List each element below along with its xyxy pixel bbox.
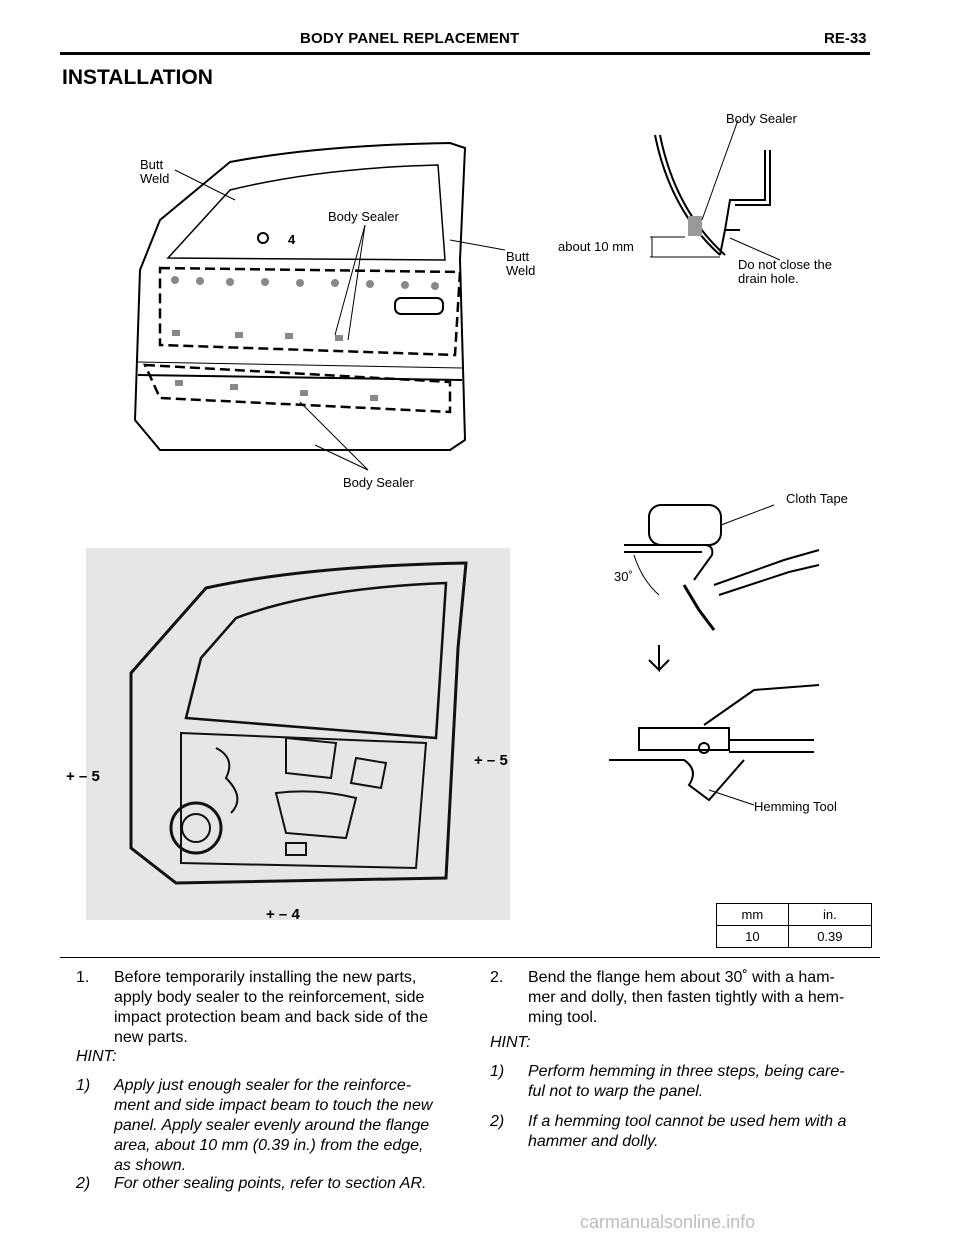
callout-4-top: 4: [288, 232, 296, 247]
hemming-process-illustration: [609, 504, 820, 806]
section-title: INSTALLATION: [62, 66, 213, 89]
cloth-tape-label: Cloth Tape: [786, 491, 848, 506]
callout-5-left: + – 5: [66, 768, 100, 785]
callout-4-bottom-number: 4: [291, 906, 300, 923]
body-sealer-mid-label: Body Sealer: [328, 209, 399, 224]
callout-5-left-number: 5: [91, 768, 100, 785]
step-1-item-1-text: Apply just enough sealer for the reinfor…: [114, 1077, 433, 1174]
step-1-item-1-number: 1): [76, 1077, 91, 1094]
step-2: 2. Bend the flange hem about 30˚ with a …: [490, 968, 890, 1030]
step-1: 1. Before temporarily installing the new…: [76, 968, 476, 1050]
table-header-mm: mm: [716, 903, 789, 926]
step-1-item-2-number: 2): [76, 1175, 91, 1192]
butt-weld-left-label: Butt Weld: [140, 157, 170, 186]
drain-hole-label: Do not close the drain hole.: [738, 257, 832, 286]
door-sealer-figure: [120, 140, 560, 490]
step-2-item-1-text: Perform hemming in three steps, being ca…: [528, 1063, 845, 1100]
door-inner-panel-figure: [86, 548, 510, 920]
header-rule: [60, 52, 870, 55]
plus-icon: + –: [266, 906, 292, 923]
step-2-item-2-number: 2): [490, 1113, 505, 1130]
step-1-hint: HINT:: [76, 1048, 117, 1065]
angle-30-label: 30˚: [614, 569, 633, 584]
callout-5-right: + – 5: [474, 752, 508, 769]
body-sealer-right-label: Body Sealer: [726, 111, 797, 126]
step-1-item-2: 2) For other sealing points, refer to se…: [76, 1174, 476, 1196]
page-header-code: RE-33: [824, 30, 867, 47]
table-cell-in: 0.39: [787, 925, 873, 948]
step-1-text: Before temporarily installing the new pa…: [114, 969, 428, 1046]
step-1-number: 1.: [76, 969, 90, 986]
table-row: 10 0.39: [716, 925, 873, 948]
content-divider: [60, 957, 880, 958]
table-cell-mm: 10: [716, 925, 789, 948]
door-outer-panel-illustration: [133, 141, 506, 471]
callout-5-right-number: 5: [499, 752, 508, 769]
step-2-item-2-text: If a hemming tool cannot be used hem wit…: [528, 1113, 847, 1150]
sealer-cross-section-illustration: [650, 120, 781, 261]
plus-icon: + –: [474, 752, 500, 769]
watermark-text: carmanualsonline.info: [580, 1212, 756, 1232]
butt-weld-right-label: Butt Weld: [506, 249, 536, 278]
step-2-item-1-number: 1): [490, 1063, 505, 1080]
step-1-item-2-text: For other sealing points, refer to secti…: [114, 1175, 427, 1192]
step-1-item-1: 1) Apply just enough sealer for the rein…: [76, 1076, 476, 1176]
sealer-section-figure: [630, 120, 860, 290]
page-header-title: BODY PANEL REPLACEMENT: [300, 30, 520, 47]
door-inner-panel-illustration: [129, 561, 468, 885]
about-10mm-label: about 10 mm: [558, 239, 634, 254]
hemming-tool-label: Hemming Tool: [754, 799, 837, 814]
table-header-row: mm in.: [716, 903, 873, 926]
table-header-in: in.: [787, 903, 873, 926]
step-2-hint: HINT:: [490, 1034, 531, 1051]
step-2-number: 2.: [490, 969, 504, 986]
plus-icon: + –: [66, 768, 92, 785]
step-2-item-1: 1) Perform hemming in three steps, being…: [490, 1062, 890, 1104]
step-2-item-2: 2) If a hemming tool cannot be used hem …: [490, 1112, 890, 1154]
body-sealer-bottom-label: Body Sealer: [343, 475, 414, 490]
step-2-text: Bend the flange hem about 30˚ with a ham…: [528, 969, 845, 1026]
hemming-figure: [604, 500, 834, 810]
unit-conversion-table: mm in. 10 0.39: [716, 903, 873, 948]
callout-4-bottom: + – 4: [266, 906, 300, 923]
